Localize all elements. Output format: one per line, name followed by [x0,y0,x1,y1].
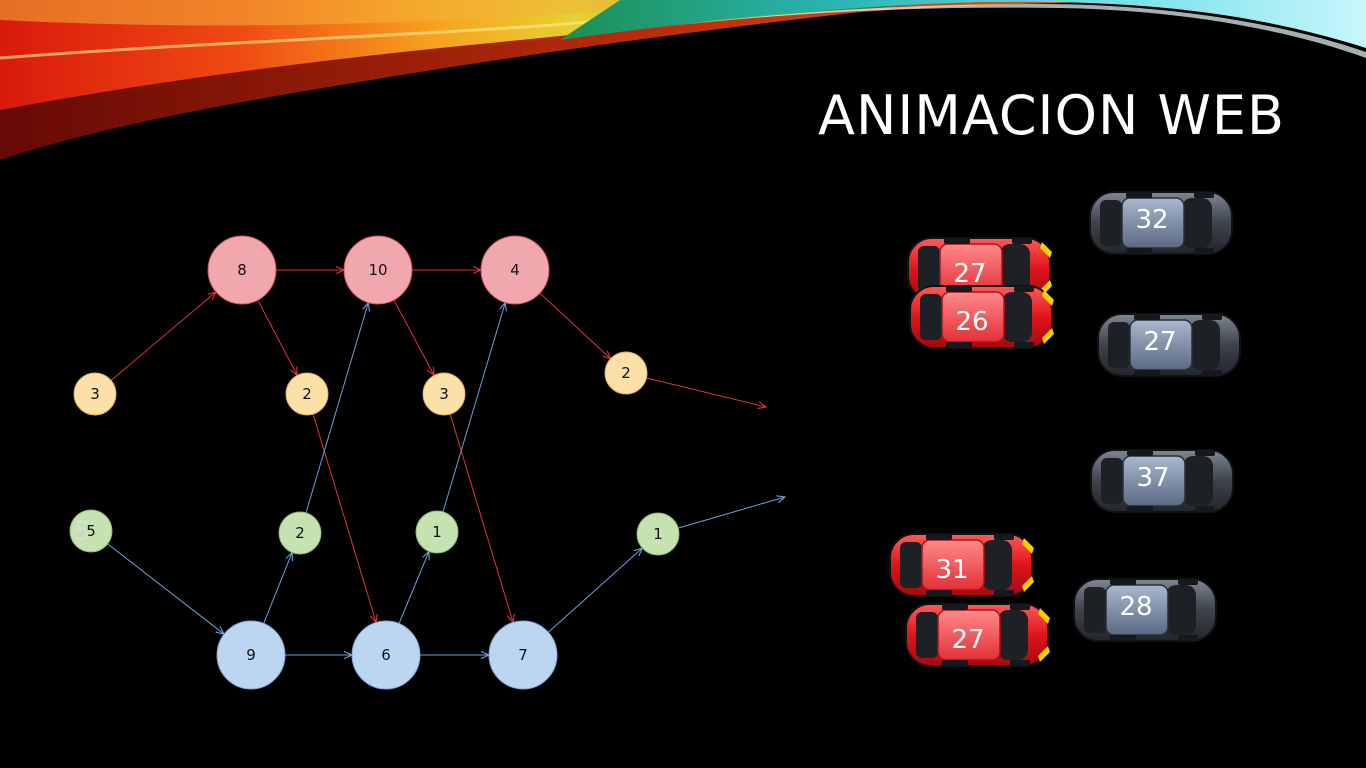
edge-y1-r1 [110,292,216,381]
node-yellow-y3: 3 [422,372,466,416]
gray-car-icon: 28 [1073,578,1217,642]
node-green-g3: 1 [415,510,459,554]
node-label: 5 [86,522,96,540]
red-car-icon: 27 [905,603,1050,667]
node-blue-b2: 6 [351,620,421,690]
slide-title: ANIMACION WEB [818,84,1286,147]
node-label: 9 [246,646,256,664]
node-circle [285,372,329,416]
node-circle [73,372,117,416]
edge-b1-g2 [263,552,293,624]
node-circle [488,620,558,690]
edge-b3-g4 [547,548,642,633]
node-yellow-y2: 2 [285,372,329,416]
edge-r1-y2 [257,299,297,375]
node-circle [278,511,322,555]
node-red-r2: 10 [343,235,413,305]
gray-car-icon: 27 [1097,313,1241,377]
edge-g3-r3 [442,303,505,513]
node-green-g2: 2 [278,511,322,555]
node-circle [604,351,648,395]
graph-edges [107,270,785,655]
node-label: 2 [621,364,631,382]
edge-g4-out_blue [678,497,785,529]
stray-digit: 5 [74,517,91,547]
car-label: 28 [1119,592,1152,622]
node-green-g4: 1 [636,512,680,556]
edge-g1-b1 [107,543,225,634]
gray-car-icon: 37 [1090,449,1234,513]
car-label: 37 [1136,463,1169,493]
node-label: 2 [302,385,312,403]
node-label: 1 [432,523,442,541]
node-label: 3 [90,385,100,403]
node-circle [480,235,550,305]
node-circle [422,372,466,416]
node-blue-b1: 9 [216,620,286,690]
edge-g2-r2 [305,303,368,514]
node-yellow-y1: 3 [73,372,117,416]
edge-y3-b3 [449,413,513,622]
car-label: 26 [955,307,988,337]
node-circle [207,235,277,305]
node-circle [351,620,421,690]
edge-b2-g3 [398,551,429,624]
car-label: 32 [1135,205,1168,235]
node-label: 7 [518,646,528,664]
node-circle [343,235,413,305]
node-label: 2 [295,524,305,542]
decorative-swoosh [0,0,1366,160]
red-car-icon: 31 [889,533,1034,597]
node-label: 3 [439,385,449,403]
node-red-r3: 4 [480,235,550,305]
node-label: 8 [237,261,247,279]
red-car-icon: 26 [909,285,1054,349]
edge-r2-y3 [393,299,434,375]
edge-y4-out_red [646,377,766,407]
node-label: 10 [368,261,387,279]
node-circle [216,620,286,690]
car-label: 27 [1143,327,1176,357]
node-label: 4 [510,261,520,279]
edge-r3-y4 [539,292,611,359]
node-circle [69,509,113,553]
car-label: 27 [953,259,986,289]
node-yellow-y4: 2 [604,351,648,395]
node-red-r1: 8 [207,235,277,305]
node-blue-b3: 7 [488,620,558,690]
node-circle [636,512,680,556]
node-label: 6 [381,646,391,664]
node-circle [415,510,459,554]
node-label: 1 [653,525,663,543]
car-label: 31 [935,555,968,585]
edge-y2-b2 [312,413,376,622]
graph-nodes: 8 10 4 3 2 3 2 5 2 1 1 9 6 7 [69,235,680,690]
node-green-g1: 5 [69,509,113,553]
car-icons: 32 27 26 27 37 31 28 27 [889,191,1241,667]
car-label: 27 [951,625,984,655]
gray-car-icon: 32 [1089,191,1233,255]
